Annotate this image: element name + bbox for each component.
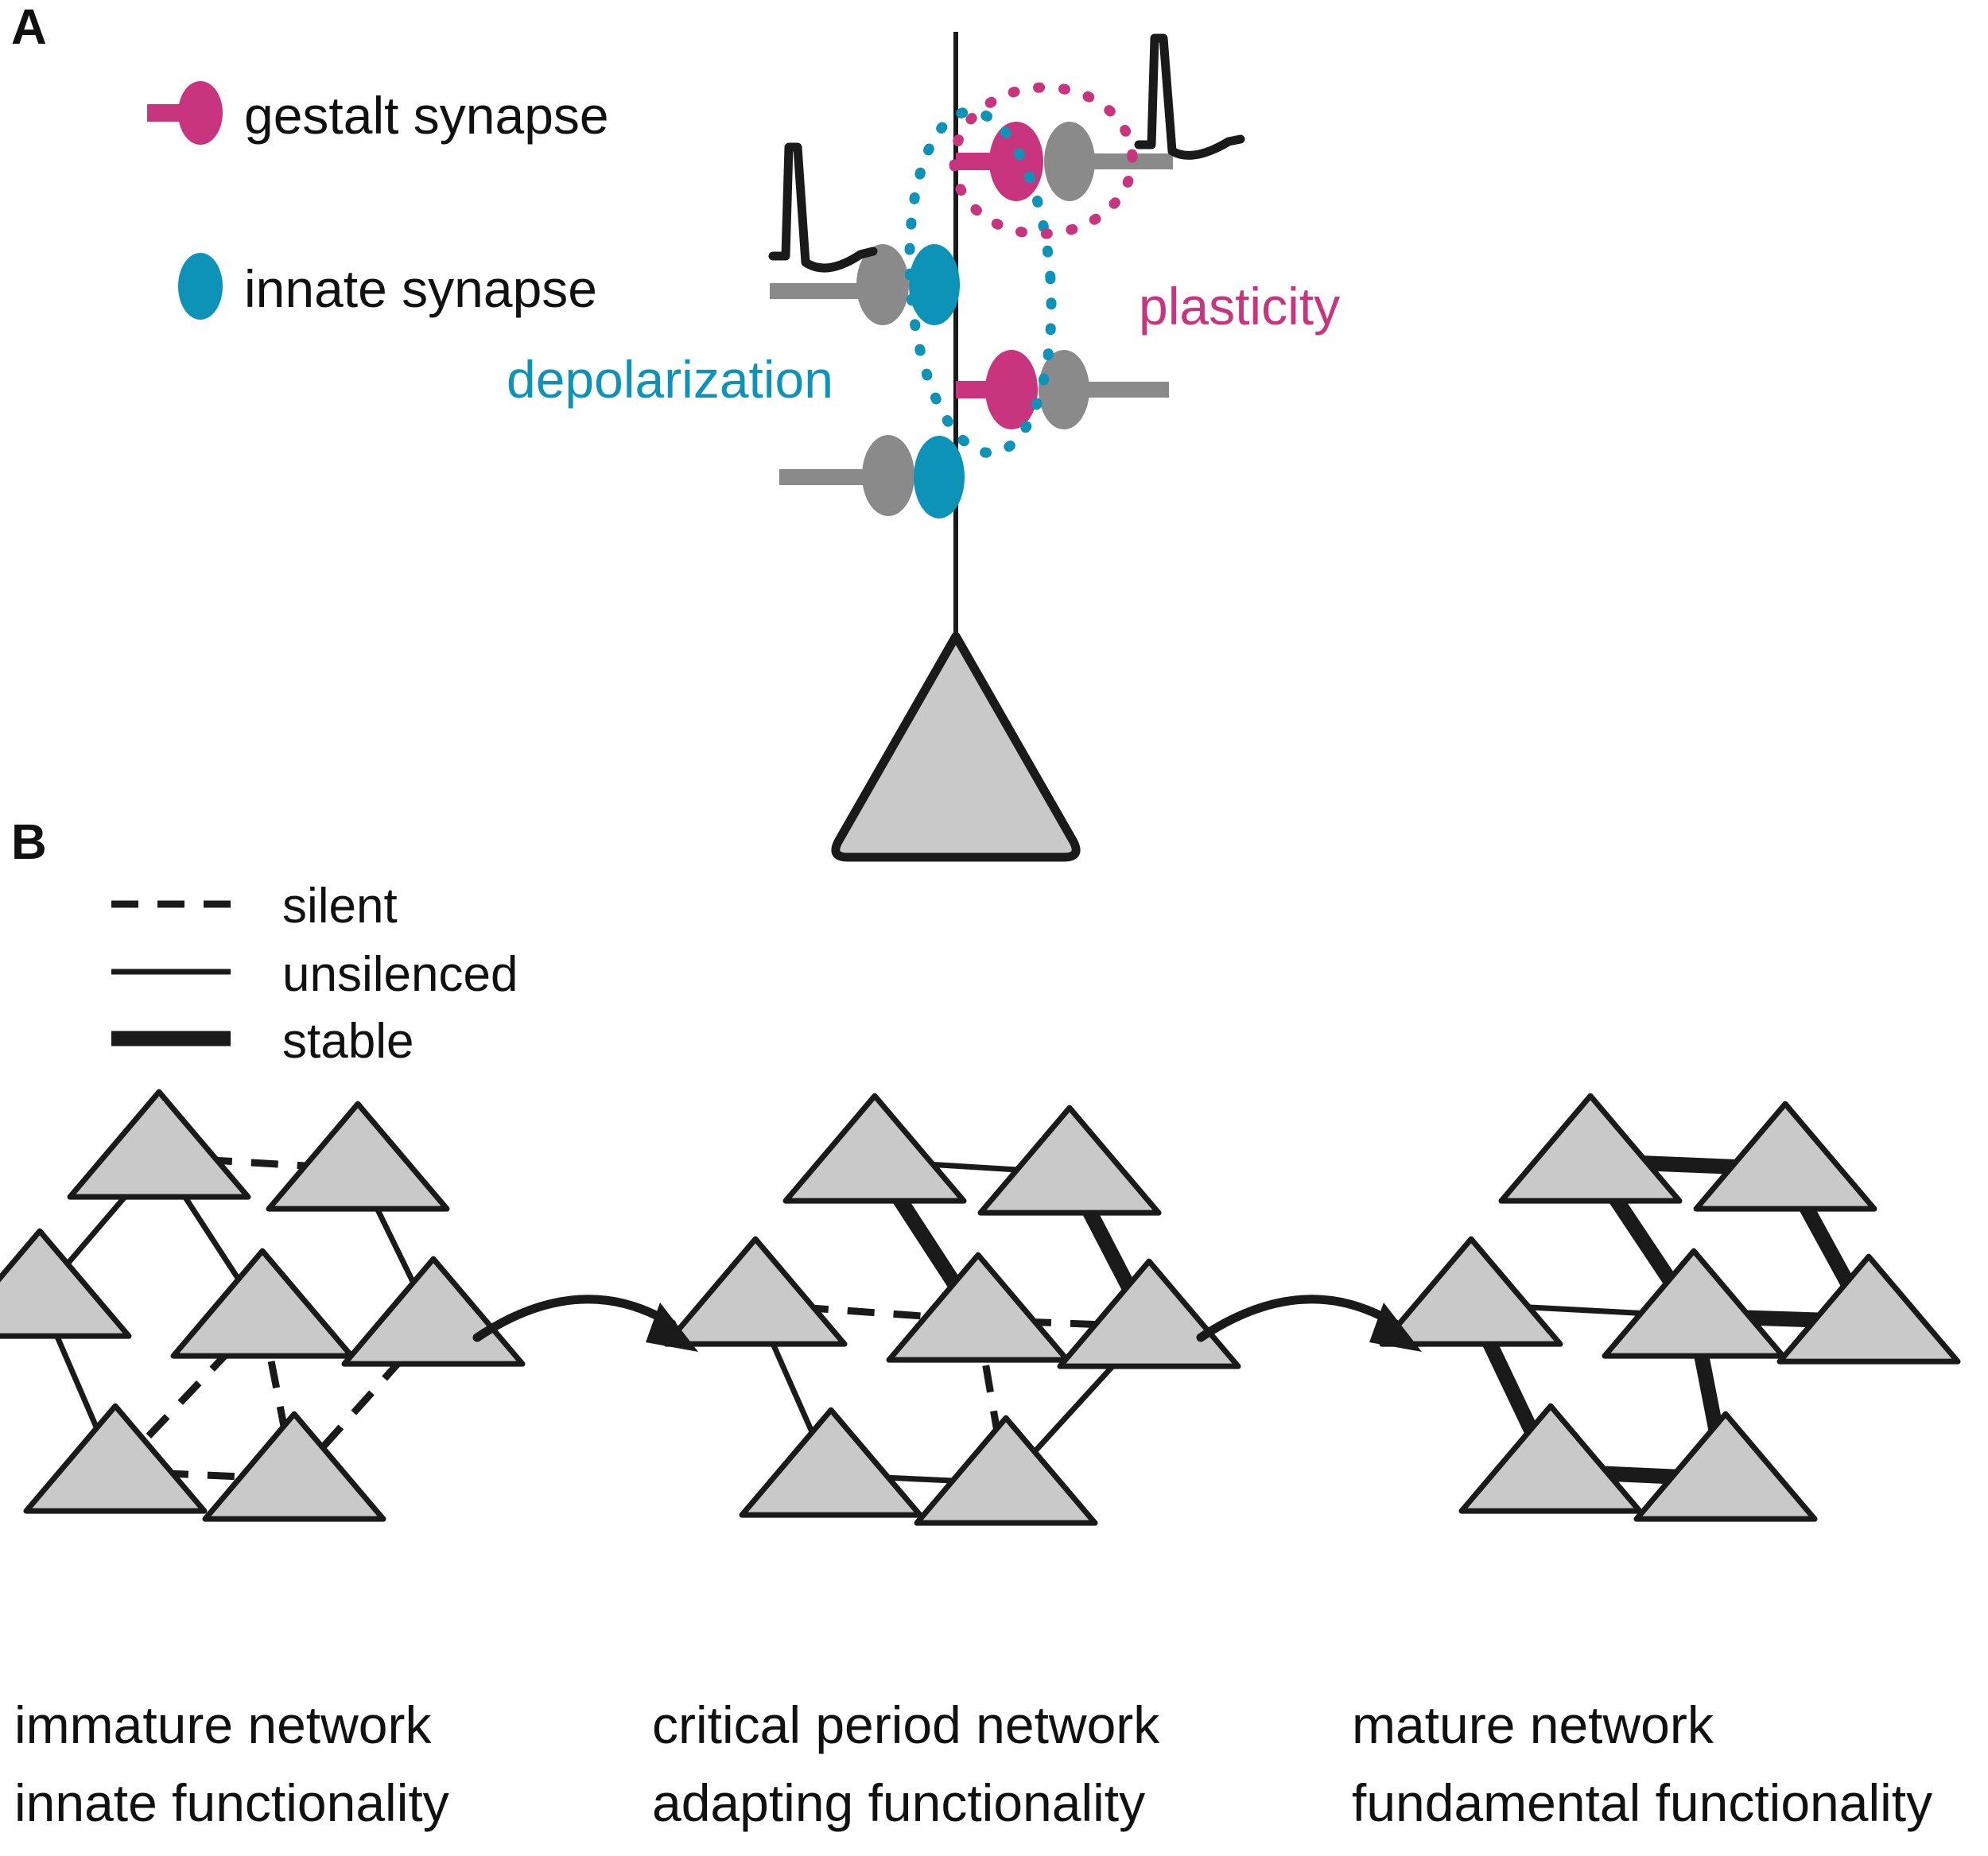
- caption-mature-line1: mature network: [1352, 1695, 1714, 1754]
- caption-immature: immature network innate functionality: [14, 1695, 449, 1832]
- network-node-triangle: [1498, 1093, 1683, 1204]
- network-node-triangle: [1458, 1403, 1643, 1514]
- panel-a-letter: A: [11, 0, 47, 55]
- network-node-triangle: [1776, 1253, 1961, 1365]
- network-node-triangle: [23, 1403, 208, 1514]
- network-node-triangle: [1633, 1411, 1818, 1522]
- legend-label-unsilenced: unsilenced: [282, 947, 518, 1002]
- legend-label-silent: silent: [282, 879, 398, 934]
- gestalt-bouton-row3: [985, 350, 1038, 429]
- synapse-innate-row2: [770, 244, 960, 325]
- network-node-triangle: [914, 1415, 1098, 1526]
- innate-bouton-row4: [914, 436, 965, 518]
- network-edge-silent: [112, 1313, 266, 1474]
- annotation-depolarization: depolarization: [507, 350, 833, 409]
- legend-item-silent: silent: [111, 879, 398, 934]
- network-edge-silent: [158, 1153, 359, 1173]
- innate-bouton-row2: [909, 244, 960, 325]
- action-potential-trace-left: [768, 142, 878, 273]
- network-node-triangle: [1602, 1248, 1786, 1359]
- panel-b-letter: B: [11, 815, 47, 870]
- caption-mature-line2: fundamental functionality: [1352, 1773, 1932, 1832]
- caption-mature: mature network fundamental functionality: [1352, 1695, 1932, 1832]
- presynaptic-bouton-row1: [1044, 122, 1095, 201]
- network-node-triangle: [886, 1252, 1070, 1363]
- transition-arrow-1: [472, 1295, 698, 1352]
- caption-immature-line1: immature network: [14, 1695, 432, 1754]
- network-node-triangle: [739, 1407, 923, 1518]
- neuron-diagram: [768, 32, 1245, 862]
- network-node-triangle: [977, 1105, 1162, 1216]
- soma-triangle: [831, 631, 1081, 862]
- gestalt-bouton-row1: [989, 122, 1043, 201]
- network-node-triangle: [266, 1101, 450, 1212]
- plasticity-ring-icon: [949, 82, 1138, 239]
- caption-critical-period: critical period network adapting functio…: [652, 1695, 1160, 1832]
- caption-critical-line2: adapting functionality: [652, 1773, 1145, 1832]
- network-edge-silent: [291, 1321, 437, 1482]
- legend-label-gestalt-synapse: gestalt synapse: [244, 86, 609, 145]
- network-node-triangle: [1057, 1258, 1241, 1369]
- arrow-1-curve: [472, 1295, 677, 1342]
- network-immature: [0, 1089, 526, 1522]
- arrow-2-head-icon: [1369, 1303, 1422, 1352]
- caption-critical-line1: critical period network: [652, 1695, 1160, 1754]
- innate-synapse-bouton-icon: [178, 253, 223, 320]
- legend-item-gestalt-synapse: gestalt synapse: [147, 81, 609, 145]
- legend-item-unsilenced: unsilenced: [111, 947, 518, 1002]
- synapse-gestalt-row3: [956, 350, 1169, 429]
- action-potential-trace-right: [1134, 33, 1245, 160]
- transition-arrow-2: [1196, 1295, 1422, 1352]
- network-node-triangle: [1693, 1101, 1877, 1212]
- network-node-triangle: [341, 1256, 526, 1367]
- presynaptic-bouton-row4: [862, 435, 914, 516]
- panel-b: B silent unsilenced stable immatu: [0, 815, 1961, 1832]
- presynaptic-bouton-row2: [856, 244, 909, 325]
- annotation-plasticity: plasticity: [1139, 277, 1340, 336]
- synapse-innate-row4: [779, 435, 965, 518]
- network-node-triangle: [170, 1248, 355, 1359]
- depolarization-ring-icon: [904, 106, 1057, 459]
- network-node-triangle: [67, 1089, 251, 1200]
- legend-label-innate-synapse: innate synapse: [244, 259, 597, 318]
- network-node-triangle: [1379, 1236, 1563, 1347]
- caption-immature-line2: innate functionality: [14, 1773, 449, 1832]
- presynaptic-bouton-row3: [1039, 350, 1089, 429]
- network-node-triangle: [0, 1228, 132, 1339]
- network-node-triangle: [782, 1093, 967, 1204]
- network-critical-period: [663, 1093, 1241, 1526]
- gestalt-synapse-bouton-icon: [178, 81, 223, 145]
- arrow-2-curve: [1196, 1295, 1400, 1342]
- legend-item-innate-synapse: innate synapse: [178, 253, 597, 320]
- panel-a: A gestalt synapse innate synapse: [11, 0, 1340, 862]
- network-node-triangle: [663, 1236, 848, 1347]
- legend-label-stable: stable: [282, 1014, 414, 1069]
- synapse-gestalt-row1: [956, 122, 1173, 201]
- network-mature: [1379, 1093, 1961, 1522]
- network-node-triangle: [202, 1411, 386, 1522]
- networks-layer: [0, 1089, 1961, 1526]
- arrow-1-head-icon: [646, 1303, 698, 1352]
- legend-item-stable: stable: [111, 1014, 414, 1069]
